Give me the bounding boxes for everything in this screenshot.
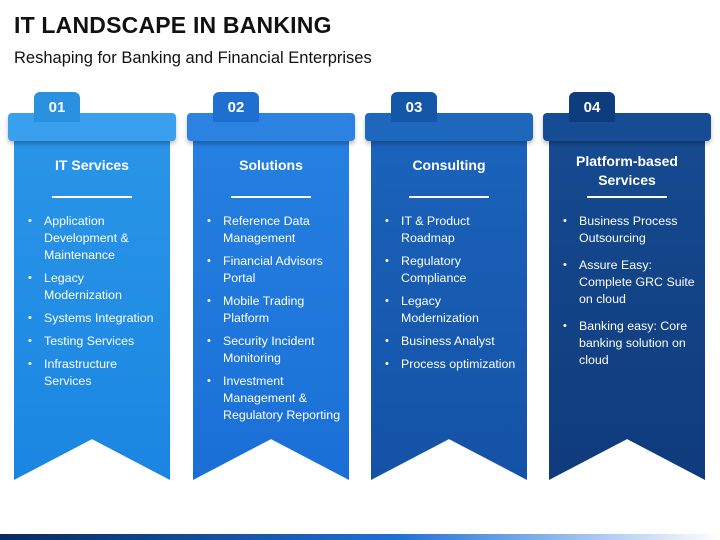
card-divider (587, 196, 667, 198)
list-item: • Business Process Outsourcing (549, 213, 699, 247)
list-item: • IT & Product Roadmap (371, 213, 521, 247)
list-item-text: Process optimization (401, 357, 516, 371)
bullet-icon: • (563, 215, 567, 227)
list-item-text: Systems Integration (44, 311, 154, 325)
card-item-list: • Application Development & Maintenance • L… (14, 213, 164, 396)
bullet-icon: • (28, 215, 32, 227)
bullet-icon: • (385, 358, 389, 370)
bullet-icon: • (207, 335, 211, 347)
card-item-list: • IT & Product Roadmap • Regulatory Complia… (371, 213, 521, 379)
list-item-text: Infrastructure Services (44, 357, 117, 388)
list-item: • Application Development & Maintenance (14, 213, 164, 264)
card-number-tab: 04 (569, 92, 615, 122)
bullet-icon: • (385, 215, 389, 227)
list-item-text: Legacy Modernization (401, 294, 479, 325)
list-item-text: IT & Product Roadmap (401, 214, 470, 245)
list-item: • Security Incident Monitoring (193, 333, 343, 367)
list-item: • Regulatory Compliance (371, 253, 521, 287)
bullet-icon: • (207, 295, 211, 307)
bullet-icon: • (385, 335, 389, 347)
card-banner (549, 139, 705, 480)
list-item-text: Security Incident Monitoring (223, 334, 315, 365)
list-item-text: Legacy Modernization (44, 271, 122, 302)
bullet-icon: • (28, 335, 32, 347)
card-1: 01 IT Services • Application Development & … (8, 92, 176, 480)
list-item: • Financial Advisors Portal (193, 253, 343, 287)
list-item-text: Business Process Outsourcing (579, 214, 678, 245)
list-item-text: Application Development & Maintenance (44, 214, 129, 262)
footer-stripe (0, 534, 720, 540)
bullet-icon: • (563, 259, 567, 271)
bullet-icon: • (563, 320, 567, 332)
bullet-icon: • (207, 215, 211, 227)
card-divider (52, 196, 132, 198)
card-number-tab: 01 (34, 92, 80, 122)
list-item: • Assure Easy: Complete GRC Suite on clou… (549, 257, 699, 308)
page-subtitle: Reshaping for Banking and Financial Ente… (14, 49, 372, 67)
bullet-icon: • (28, 312, 32, 324)
card-number-tab: 03 (391, 92, 437, 122)
list-item: • Business Analyst (371, 333, 521, 350)
card-heading: Platform-based Services (576, 153, 678, 188)
list-item: • Systems Integration (14, 310, 164, 327)
list-item: • Reference Data Management (193, 213, 343, 247)
list-item: • Mobile Trading Platform (193, 293, 343, 327)
card-item-list: • Reference Data Management • Financial Adv… (193, 213, 343, 430)
list-item: • Infrastructure Services (14, 356, 164, 390)
list-item: • Legacy Modernization (371, 293, 521, 327)
bullet-icon: • (28, 272, 32, 284)
list-item-text: Financial Advisors Portal (223, 254, 323, 285)
list-item: • Process optimization (371, 356, 521, 373)
list-item: • Banking easy: Core banking solution on … (549, 318, 699, 369)
list-item-text: Assure Easy: Complete GRC Suite on cloud (579, 258, 695, 306)
list-item: • Investment Management & Regulatory Repo… (193, 373, 343, 424)
list-item-text: Banking easy: Core banking solution on c… (579, 319, 688, 367)
card-divider (409, 196, 489, 198)
list-item-text: Reference Data Management (223, 214, 310, 245)
list-item: • Legacy Modernization (14, 270, 164, 304)
list-item-text: Mobile Trading Platform (223, 294, 305, 325)
bullet-icon: • (207, 255, 211, 267)
card-heading: IT Services (55, 157, 129, 173)
bullet-icon: • (385, 295, 389, 307)
list-item-text: Investment Management & Regulatory Repor… (223, 374, 341, 422)
list-item-text: Regulatory Compliance (401, 254, 467, 285)
card-banner (14, 139, 170, 480)
card-number-tab: 02 (213, 92, 259, 122)
bullet-icon: • (207, 375, 211, 387)
card-item-list: • Business Process Outsourcing • Assure Eas… (549, 213, 699, 379)
card-heading: Solutions (239, 157, 303, 173)
list-item-text: Business Analyst (401, 334, 495, 348)
list-item-text: Testing Services (44, 334, 135, 348)
list-item: • Testing Services (14, 333, 164, 350)
bullet-icon: • (385, 255, 389, 267)
card-banner (193, 139, 349, 480)
card-heading: Consulting (412, 157, 486, 173)
page-title: IT LANDSCAPE IN BANKING (14, 12, 332, 38)
card-divider (231, 196, 311, 198)
card-banner (371, 139, 527, 480)
bullet-icon: • (28, 358, 32, 370)
